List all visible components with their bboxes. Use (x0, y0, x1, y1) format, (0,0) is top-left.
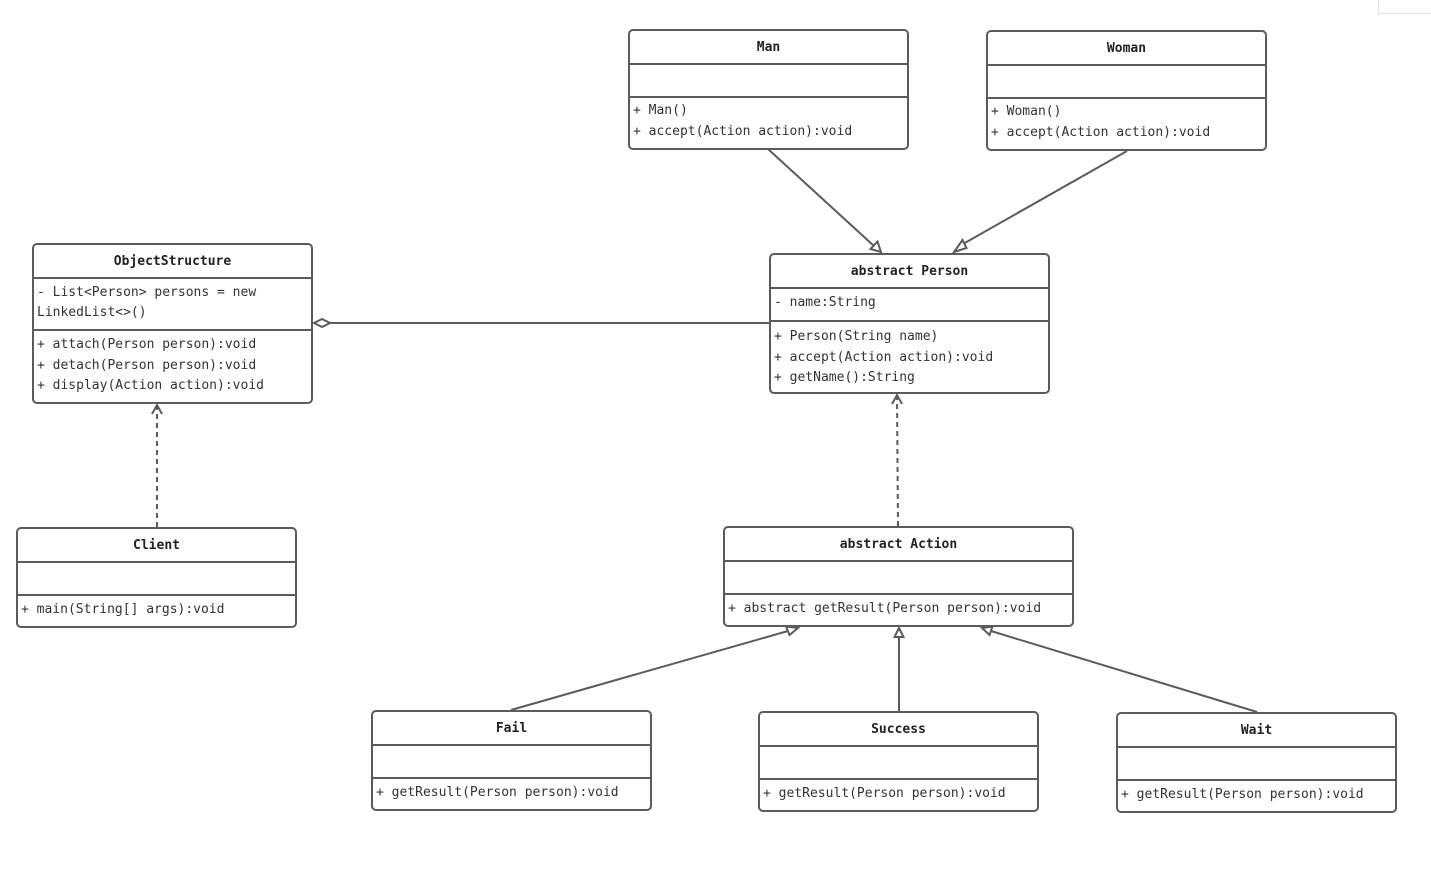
operation-compartment: + abstract getResult(Person person):void (725, 595, 1072, 625)
operation-compartment: + attach(Person person):void + detach(Pe… (34, 331, 311, 402)
operation: + Woman() (991, 104, 1062, 119)
class-name: Success (760, 713, 1037, 747)
operation: + detach(Person person):void (37, 357, 257, 373)
generalization-arrowhead-woman (951, 238, 968, 254)
operation: + getResult(Person person):void (376, 785, 619, 800)
operation-compartment: + main(String[] args):void (18, 596, 295, 626)
operation-compartment: + Man() + accept(Action action):void (630, 98, 907, 148)
operation: + display(Action action):void (37, 378, 264, 393)
operation: + abstract getResult(Person person):void (728, 601, 1042, 616)
attribute-compartment (988, 66, 1265, 99)
class-name: abstract Action (725, 528, 1072, 562)
canvas-corner-tab (1378, 0, 1431, 14)
attribute: - List<Person> persons = new (37, 285, 257, 300)
class-name: Fail (373, 712, 650, 746)
operation: + accept(Action action):void (774, 349, 994, 365)
attribute-compartment: - List<Person> persons = new LinkedList<… (34, 279, 311, 331)
attribute-compartment (630, 65, 907, 98)
operation: + accept(Action action):void (633, 123, 853, 139)
operation-compartment: + Woman() + accept(Action action):void (988, 99, 1265, 149)
dependency-arrowhead-action (891, 392, 903, 405)
class-object-structure[interactable]: ObjectStructure - List<Person> persons =… (32, 243, 313, 404)
class-success[interactable]: Success + getResult(Person person):void (758, 711, 1039, 812)
operation-compartment: + getResult(Person person):void (760, 780, 1037, 810)
class-fail[interactable]: Fail + getResult(Person person):void (371, 710, 652, 811)
attribute-compartment (1118, 748, 1395, 781)
operation: + Person(String name) (774, 329, 939, 344)
edge-action-person (896, 395, 899, 527)
generalization-arrowhead-fail (784, 625, 801, 637)
edge-fail-action (510, 630, 789, 711)
class-name: abstract Person (771, 255, 1048, 289)
operation: + attach(Person person):void (37, 337, 257, 352)
attribute: - name:String (774, 295, 876, 310)
operation: + getName():String (774, 370, 915, 385)
class-action[interactable]: abstract Action + abstract getResult(Per… (723, 526, 1074, 627)
generalization-arrowhead-success (892, 625, 906, 638)
attribute-compartment (373, 746, 650, 779)
class-name: Woman (988, 32, 1265, 66)
operation-compartment: + getResult(Person person):void (373, 779, 650, 809)
class-woman[interactable]: Woman + Woman() + accept(Action action):… (986, 30, 1267, 151)
class-client[interactable]: Client + main(String[] args):void (16, 527, 297, 628)
class-wait[interactable]: Wait + getResult(Person person):void (1116, 712, 1397, 813)
attribute-compartment (18, 563, 295, 596)
aggregation-diamond (311, 317, 333, 329)
operation: + Man() (633, 103, 688, 118)
class-name: ObjectStructure (34, 245, 311, 279)
attribute-compartment (725, 562, 1072, 595)
generalization-arrowhead-wait (979, 625, 994, 637)
attribute: LinkedList<>() (37, 305, 147, 320)
class-name: Wait (1118, 714, 1395, 748)
operation: + getResult(Person person):void (1121, 787, 1364, 802)
operation: + getResult(Person person):void (763, 786, 1006, 801)
attribute-compartment: - name:String (771, 289, 1048, 322)
operation-compartment: + getResult(Person person):void (1118, 781, 1395, 811)
operation-compartment: + Person(String name) + accept(Action ac… (771, 322, 1048, 392)
generalization-arrowhead-man (868, 239, 883, 254)
dependency-arrowhead-client (151, 402, 163, 415)
edge-woman-person (962, 150, 1128, 245)
edge-wait-action (990, 630, 1258, 713)
edge-man-person (767, 148, 875, 247)
operation: + main(String[] args):void (21, 602, 225, 617)
class-name: Man (630, 31, 907, 65)
attribute-compartment (760, 747, 1037, 780)
operation: + accept(Action action):void (991, 124, 1211, 140)
class-person[interactable]: abstract Person - name:String + Person(S… (769, 253, 1050, 394)
class-man[interactable]: Man + Man() + accept(Action action):void (628, 29, 909, 150)
class-name: Client (18, 529, 295, 563)
